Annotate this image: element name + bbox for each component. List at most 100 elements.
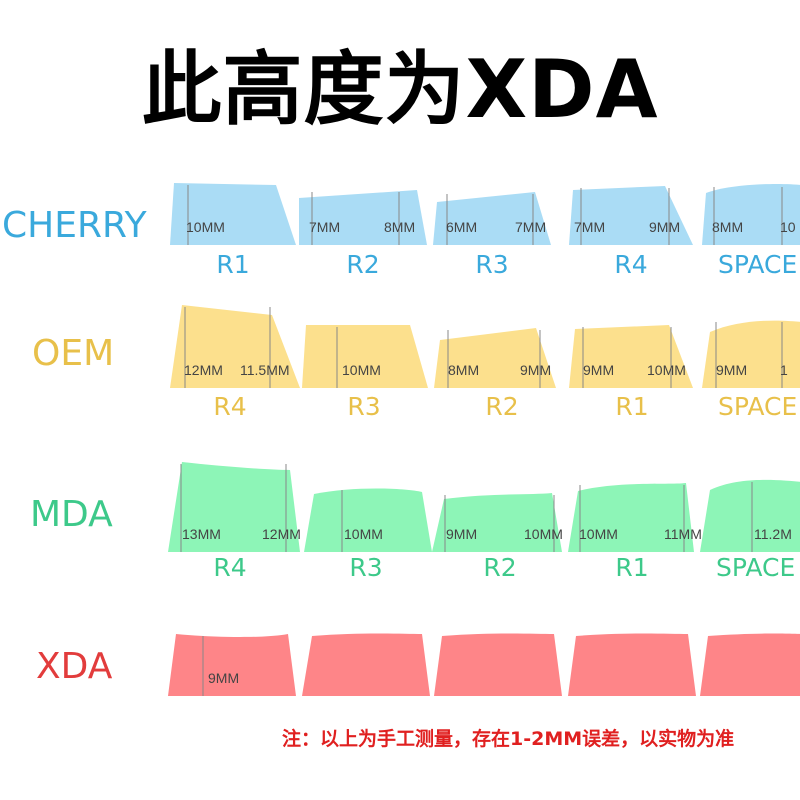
row-label: R3 <box>347 392 381 421</box>
keycap-xda-3 <box>434 633 562 696</box>
keycap-silhouette <box>568 483 694 552</box>
profile-label-mda: MDA <box>30 494 113 535</box>
height-label: 7MM <box>309 219 341 235</box>
keycap-shape <box>568 483 694 552</box>
height-label: 10MM <box>342 362 381 378</box>
keycap-silhouette <box>168 634 296 696</box>
keycap-mda-3: 9MM 10MM <box>432 493 563 552</box>
keycap-xda-1: 9MM <box>168 634 296 696</box>
keycap-xda-2 <box>302 633 430 696</box>
keycap-silhouette <box>168 462 300 552</box>
height-label: 7MM <box>515 219 547 235</box>
row-label: R2 <box>485 392 519 421</box>
row-label: R1 <box>615 392 649 421</box>
height-label: 9MM <box>446 526 478 542</box>
height-label: 10MM <box>647 362 686 378</box>
keycap-shape <box>302 633 430 696</box>
keycap-mda-2: 10MM <box>304 488 432 552</box>
height-label: 8MM <box>712 219 744 235</box>
height-label: 11.5MM <box>240 362 290 378</box>
keycap-silhouette <box>302 633 430 696</box>
row-label: R4 <box>614 250 648 279</box>
height-label: 9MM <box>649 219 681 235</box>
height-label: 11.2M <box>754 526 792 542</box>
row-label: R2 <box>483 553 517 582</box>
measurement-note: 注：以上为手工测量，存在1-2MM误差，以实物为准 <box>282 728 735 750</box>
keycap-silhouette <box>170 183 296 245</box>
keycap-oem-3: 8MM 9MM <box>434 328 556 388</box>
keycap-silhouette <box>568 633 696 696</box>
keycap-shape <box>569 325 693 388</box>
keycap-silhouette <box>170 305 300 388</box>
row-label: SPACE <box>716 553 796 582</box>
profile-label-xda: XDA <box>36 646 113 687</box>
keycap-shape <box>170 305 300 388</box>
keycap-xda-5 <box>700 633 800 696</box>
height-label: 11MM <box>664 526 702 542</box>
keycap-oem-5: 9MM 1 <box>702 320 800 388</box>
page-title: 此高度为XDA <box>141 43 659 136</box>
keycap-silhouette <box>700 479 800 552</box>
row-label: R3 <box>349 553 383 582</box>
keycap-mda-1: 13MM 12MM <box>168 462 301 552</box>
keycap-shape <box>433 192 551 245</box>
height-label: 10MM <box>524 526 563 542</box>
keycap-silhouette <box>302 325 428 388</box>
keycap-mda-5: 11.2M <box>700 479 800 552</box>
height-label: 8MM <box>448 362 480 378</box>
height-label: 12MM <box>184 362 223 378</box>
row-label: SPACE <box>718 250 798 279</box>
height-label: 9MM <box>520 362 552 378</box>
keycap-shape <box>434 328 556 388</box>
keycap-shape <box>702 320 800 388</box>
keycap-shape <box>700 633 800 696</box>
keycap-shape <box>304 488 432 552</box>
keycap-silhouette <box>432 493 562 552</box>
height-label: 12MM <box>262 526 301 542</box>
profile-label-cherry: CHERRY <box>2 205 147 246</box>
keycap-silhouette <box>434 328 556 388</box>
keycap-xda-4 <box>568 633 696 696</box>
height-label: 10MM <box>186 219 225 235</box>
keycap-silhouette <box>569 325 693 388</box>
height-label: 8MM <box>384 219 416 235</box>
keycap-cherry-1: 10MM <box>170 183 296 245</box>
row-label: R1 <box>615 553 649 582</box>
height-label: 10 <box>780 219 796 235</box>
height-label: 9MM <box>716 362 748 378</box>
keycap-silhouette <box>569 186 693 245</box>
keycap-shape <box>432 493 562 552</box>
keycap-shape <box>568 633 696 696</box>
height-label: 9MM <box>583 362 615 378</box>
keycap-mda-4: 10MM 11MM <box>568 483 702 552</box>
keycap-shape <box>168 634 296 696</box>
keycap-silhouette <box>299 190 427 245</box>
row-label: SPACE <box>718 392 798 421</box>
keycap-silhouette <box>434 633 562 696</box>
keycap-shape <box>434 633 562 696</box>
row-label: R2 <box>346 250 380 279</box>
height-label: 1 <box>780 362 788 378</box>
keycap-shape <box>569 186 693 245</box>
height-label: 13MM <box>182 526 221 542</box>
row-label: R3 <box>475 250 509 279</box>
keycap-silhouette <box>304 488 432 552</box>
keycap-shape <box>302 325 428 388</box>
row-label: R1 <box>216 250 250 279</box>
keycap-shape <box>299 190 427 245</box>
keycap-shape <box>170 183 296 245</box>
height-label: 10MM <box>579 526 618 542</box>
height-label: 9MM <box>208 670 240 686</box>
row-label: R4 <box>213 553 247 582</box>
keycap-oem-1: 12MM 11.5MM <box>170 305 300 388</box>
height-label: 10MM <box>344 526 383 542</box>
keycap-silhouette <box>700 633 800 696</box>
keycap-silhouette <box>433 192 551 245</box>
keycap-cherry-2: 7MM 8MM <box>299 190 427 245</box>
keycap-silhouette <box>702 320 800 388</box>
keycap-silhouette <box>702 183 800 245</box>
row-label: R4 <box>213 392 247 421</box>
